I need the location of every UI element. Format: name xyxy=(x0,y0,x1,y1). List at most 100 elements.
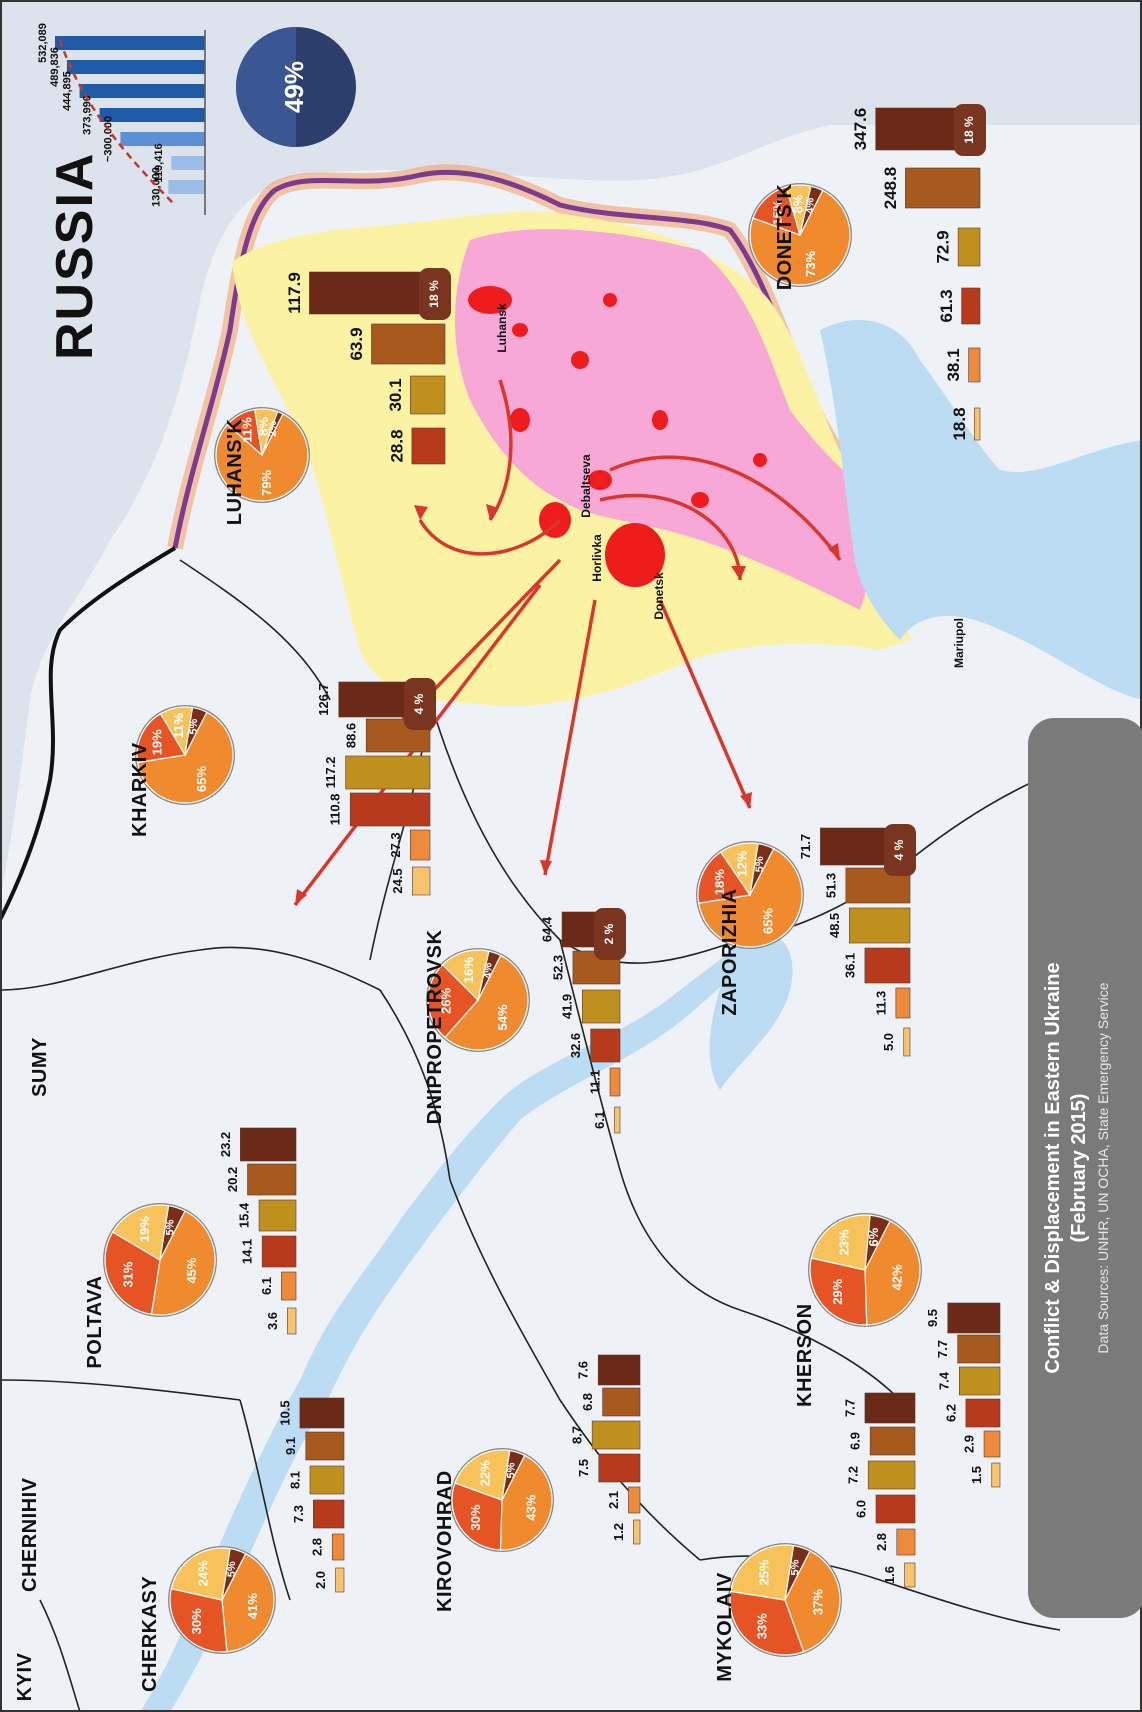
bar-value-label: 30.1 xyxy=(386,378,405,411)
pie-slice-label: 41% xyxy=(245,1593,260,1619)
pie-slice xyxy=(451,1482,503,1551)
conflict-hotspots xyxy=(468,286,767,587)
bar xyxy=(957,1334,1001,1364)
bar-value-label: 8.7 xyxy=(570,1426,585,1444)
bar-value-label: 71.7 xyxy=(798,834,813,859)
bar xyxy=(614,1106,621,1134)
bar-value-label: 38.1 xyxy=(944,348,963,381)
pie-slice-label: 25% xyxy=(756,1559,771,1585)
percent-badge-label: 18 % xyxy=(427,280,441,308)
bar-value-label: 6.2 xyxy=(943,1404,958,1422)
bar xyxy=(345,755,431,790)
pie-slice xyxy=(501,1449,526,1501)
bar-value-label: 2.9 xyxy=(961,1435,976,1453)
bar-chart-11 xyxy=(820,824,916,1057)
trend-bar-label: 489,836 xyxy=(49,47,61,87)
pie-slice xyxy=(729,1544,795,1601)
bar xyxy=(313,1499,345,1529)
trend-bar xyxy=(66,60,206,74)
bar-value-label: 6.8 xyxy=(580,1393,595,1411)
pie-slice-label: 79% xyxy=(259,470,274,496)
bar xyxy=(349,792,431,827)
bar-value-label: 126.7 xyxy=(316,683,331,716)
bar-value-label: 64.4 xyxy=(539,916,554,942)
pie-slice-label: 18% xyxy=(712,869,727,895)
pie-slice-label: 8% xyxy=(790,194,805,213)
bar xyxy=(299,1397,345,1429)
pie-slice xyxy=(729,1590,805,1656)
pie-chart-18 xyxy=(168,1546,276,1654)
pie-slice-label: 23% xyxy=(836,1229,851,1255)
pie-slice xyxy=(810,1214,871,1271)
bar xyxy=(581,989,621,1024)
bar xyxy=(287,1307,297,1335)
bar xyxy=(602,1387,641,1417)
pie-slice xyxy=(169,1587,228,1653)
trend-bar-label: 119,416 xyxy=(153,143,165,182)
bar-value-label: 347.6 xyxy=(851,108,870,151)
pie-slice-label: 65% xyxy=(760,908,775,934)
summary-circle-half xyxy=(236,27,296,147)
bar-value-label: 15.4 xyxy=(236,1202,251,1228)
bar-value-label: 11.1 xyxy=(587,1070,602,1095)
title-sources: Data Sources: UNHR, UN OCHA, State Emerg… xyxy=(1095,982,1111,1354)
pie-slice-label: 12% xyxy=(734,850,749,876)
label-dnipropetrovsk: DNIPROPETROVSK xyxy=(424,929,446,1125)
bar-chart-17 xyxy=(591,1354,641,1545)
bar-value-label: 61.3 xyxy=(937,289,956,322)
pie-slice-label: 73% xyxy=(803,250,818,276)
bar-value-label: 8.1 xyxy=(287,1471,302,1489)
pie-slice-label: 24% xyxy=(195,1560,210,1586)
label-kirovohrad: KIROVOHRAD xyxy=(434,1470,456,1612)
bar-value-label: 110.8 xyxy=(328,794,343,826)
city-debaltseva: Debaltseva xyxy=(579,454,593,518)
pie-slice xyxy=(150,1210,216,1316)
title-panel: Conflict & Displacement in Eastern Ukrai… xyxy=(1028,718,1142,1618)
bar xyxy=(947,1302,1001,1334)
pie-slice-label: 5% xyxy=(226,1561,238,1577)
trend-bar xyxy=(99,108,205,122)
bar xyxy=(903,1027,911,1057)
bar xyxy=(411,427,446,465)
pie-slice xyxy=(697,847,803,948)
summary-percent: 49% xyxy=(279,61,309,113)
pie-slice-label: 37% xyxy=(810,1589,825,1615)
bar-value-label: 11.3 xyxy=(873,991,888,1016)
label-russia: RUSSIA xyxy=(46,151,104,360)
pie-slice xyxy=(477,950,502,1001)
bar xyxy=(905,167,981,209)
bar-value-label: 32.6 xyxy=(568,1033,583,1058)
pie-slice-label: 11% xyxy=(240,417,255,443)
bar xyxy=(968,347,981,383)
bar-chart-19 xyxy=(299,1397,345,1593)
label-kharkiv: KHARKIV xyxy=(129,742,151,837)
bar-chart-7 xyxy=(338,678,436,896)
trend-bar xyxy=(168,180,205,194)
bar-value-label: 51.3 xyxy=(823,873,838,898)
bar xyxy=(281,1271,297,1301)
bar xyxy=(598,1453,641,1483)
pie-slice xyxy=(159,1204,186,1261)
pie-slice xyxy=(136,712,186,764)
bar-value-label: 5.0 xyxy=(881,1033,896,1051)
label-kherson: KHERSON xyxy=(794,1303,816,1407)
pie-slice-label: 29% xyxy=(830,1278,845,1304)
pie-slice-label: 45% xyxy=(184,1257,199,1283)
pie-slice xyxy=(136,711,234,804)
bar-value-label: 1.6 xyxy=(882,1566,897,1584)
bar-chart-13 xyxy=(240,1127,297,1335)
pie-chart-12 xyxy=(103,1203,217,1317)
kakhovka-reservoir xyxy=(709,933,793,1090)
bar-value-label: 7.5 xyxy=(576,1459,591,1477)
bar-chart-5 xyxy=(309,268,451,465)
pie-chart-2 xyxy=(748,183,852,287)
trend-bar-label: 130,000 xyxy=(150,167,162,207)
label-cherkasy: CHERKASY xyxy=(139,1575,161,1692)
trend-bar-label: 444,895 xyxy=(61,71,73,111)
pie-slice-label: 11% xyxy=(171,713,186,739)
percent-badge-label: 4 % xyxy=(892,839,906,860)
trend-bar-label: 373,990 xyxy=(81,95,93,135)
pie-slice xyxy=(261,410,284,456)
bar xyxy=(991,1462,1001,1488)
